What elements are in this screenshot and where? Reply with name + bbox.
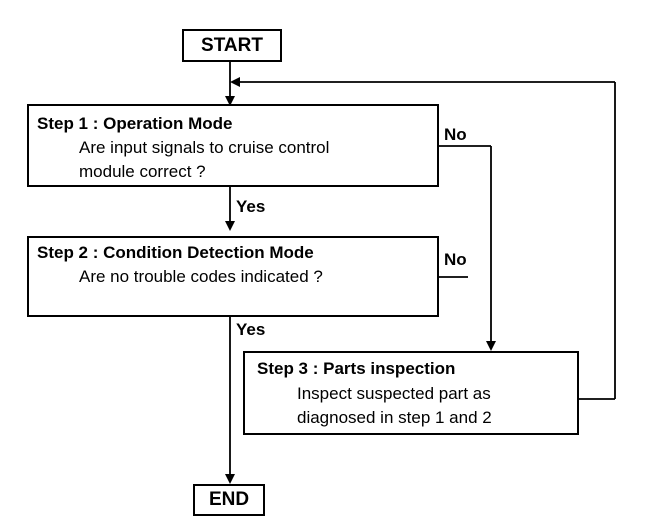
start-terminal: START: [182, 29, 282, 62]
end-terminal: END: [193, 484, 265, 516]
step-3-title: Step 3 : Parts inspection: [257, 359, 456, 378]
step-2-question-line-1: Are no trouble codes indicated ?: [79, 267, 323, 286]
step-1-question-line-1: Are input signals to cruise control: [79, 138, 330, 157]
end-label: END: [208, 489, 250, 510]
yes-label-step-2: Yes: [236, 320, 266, 339]
no-label-step-2: No: [444, 250, 467, 269]
step-1-question-line-2: module correct ?: [79, 162, 206, 181]
step-2-box: Step 2 : Condition Detection Mode Are no…: [27, 236, 439, 317]
yes-label-step-1: Yes: [236, 197, 266, 216]
step-3-text-line-2: diagnosed in step 1 and 2: [297, 408, 492, 427]
step-1-title: Step 1 : Operation Mode: [37, 114, 233, 133]
step-2-title: Step 2 : Condition Detection Mode: [37, 243, 314, 262]
start-label: START: [201, 34, 263, 56]
step-3-box: Step 3 : Parts inspection Inspect suspec…: [243, 351, 579, 435]
step-1-box: Step 1 : Operation Mode Are input signal…: [27, 104, 439, 187]
no-label-step-1: No: [444, 125, 467, 144]
step-3-text-line-1: Inspect suspected part as: [297, 384, 491, 403]
